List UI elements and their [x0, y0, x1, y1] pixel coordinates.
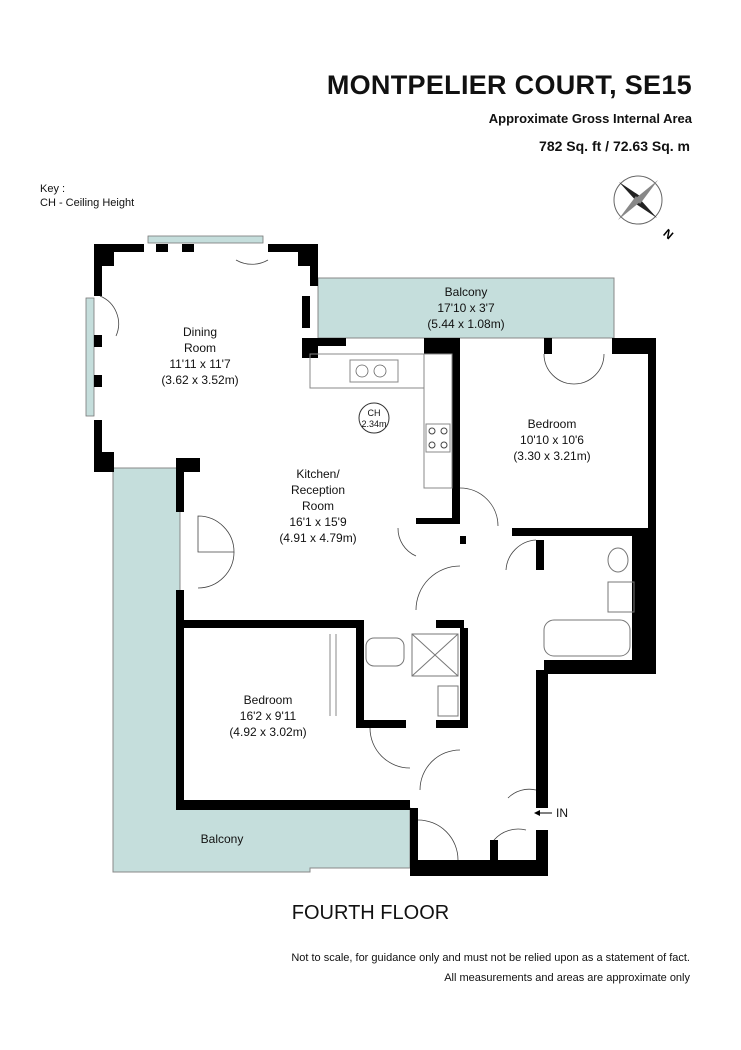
hob-icon — [428, 427, 448, 449]
window-top-dining — [147, 235, 264, 244]
sink-icon — [355, 364, 387, 378]
key-legend: Key : CH - Ceiling Height — [40, 182, 134, 210]
walls — [94, 244, 656, 876]
ceiling-label: CH — [368, 408, 381, 418]
floor-label: FOURTH FLOOR — [291, 902, 450, 924]
balcony-top-metric: (5.44 x 1.08m) — [427, 317, 504, 331]
kitchen-name1: Kitchen/ — [296, 467, 340, 481]
dining-name1: Dining — [183, 325, 217, 339]
bathroom-fixtures — [365, 547, 635, 717]
bedroom2-name: Bedroom — [244, 693, 293, 707]
key-heading: Key : — [40, 183, 66, 195]
dining-name2: Room — [184, 341, 216, 355]
entrance-label: IN — [556, 806, 568, 820]
disclaimer-line1: Not to scale, for guidance only and must… — [291, 952, 690, 964]
entrance-arrowhead — [534, 810, 540, 816]
disclaimer-line2: All measurements and areas are approxima… — [444, 972, 690, 984]
kitchen-imperial: 16'1 x 15'9 — [289, 515, 347, 529]
compass-icon — [613, 175, 663, 225]
bedroom1-imperial: 10'10 x 10'6 — [520, 433, 584, 447]
bedroom2-metric: (4.92 x 3.02m) — [229, 725, 306, 739]
ceiling-height-marker — [358, 402, 390, 434]
door-swings — [99, 259, 605, 861]
key-entry: CH - Ceiling Height — [40, 197, 135, 209]
area-subtitle: Approximate Gross Internal Area — [488, 111, 692, 126]
dining-imperial: 11'11 x 11'7 — [169, 357, 231, 371]
balcony-top-area — [317, 277, 615, 339]
area-value: 782 Sq. ft / 72.63 Sq. m — [539, 138, 690, 154]
balcony-top-imperial: 17'10 x 3'7 — [437, 301, 495, 315]
balcony-side-name: Balcony — [201, 832, 244, 846]
balcony-top-name: Balcony — [445, 285, 488, 299]
compass-north-label: N — [660, 226, 676, 242]
kitchen-metric: (4.91 x 4.79m) — [279, 531, 356, 545]
kitchen-name2: Reception — [291, 483, 345, 497]
wardrobe-lines — [329, 634, 337, 716]
bedroom1-name: Bedroom — [528, 417, 577, 431]
bedroom1-metric: (3.30 x 3.21m) — [513, 449, 590, 463]
kitchen-name3: Room — [302, 499, 334, 513]
balcony-side-area — [112, 467, 411, 873]
window-left-dining — [85, 297, 95, 417]
bedroom2-imperial: 16'2 x 9'11 — [240, 709, 297, 723]
dining-metric: (3.62 x 3.52m) — [161, 373, 238, 387]
property-title: MONTPELIER COURT, SE15 — [326, 70, 692, 100]
ceiling-value: 2.34m — [361, 419, 386, 429]
kitchen-counter — [309, 353, 453, 489]
